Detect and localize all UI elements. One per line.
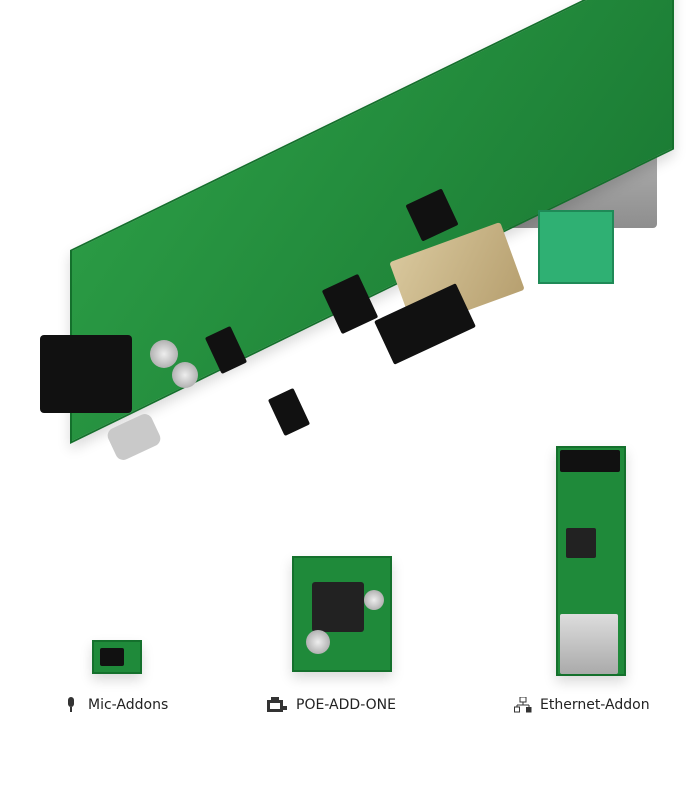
microphone-icon: [62, 697, 80, 713]
capacitor: [364, 590, 384, 610]
caption-label: Ethernet-Addon: [540, 697, 650, 713]
capacitor: [306, 630, 330, 654]
capacitor: [172, 362, 198, 388]
caption-label: Mic-Addons: [88, 697, 169, 713]
pin-header: [267, 387, 311, 437]
green-terminal-block: [538, 210, 614, 284]
mic-addon-board: [92, 640, 142, 674]
caption-poe-add-one: POE-ADD-ONE: [266, 697, 396, 713]
caption-ethernet-addon: Ethernet-Addon: [514, 696, 650, 713]
network-icon: [514, 696, 532, 713]
caption-mic-addons: Mic-Addons: [62, 697, 168, 713]
rj45-jack: [560, 614, 618, 674]
dc-power-jack: [40, 335, 132, 413]
poe-transformer: [312, 582, 364, 632]
poe-module-icon: [266, 697, 288, 713]
capacitor: [150, 340, 178, 368]
caption-label: POE-ADD-ONE: [296, 697, 396, 713]
